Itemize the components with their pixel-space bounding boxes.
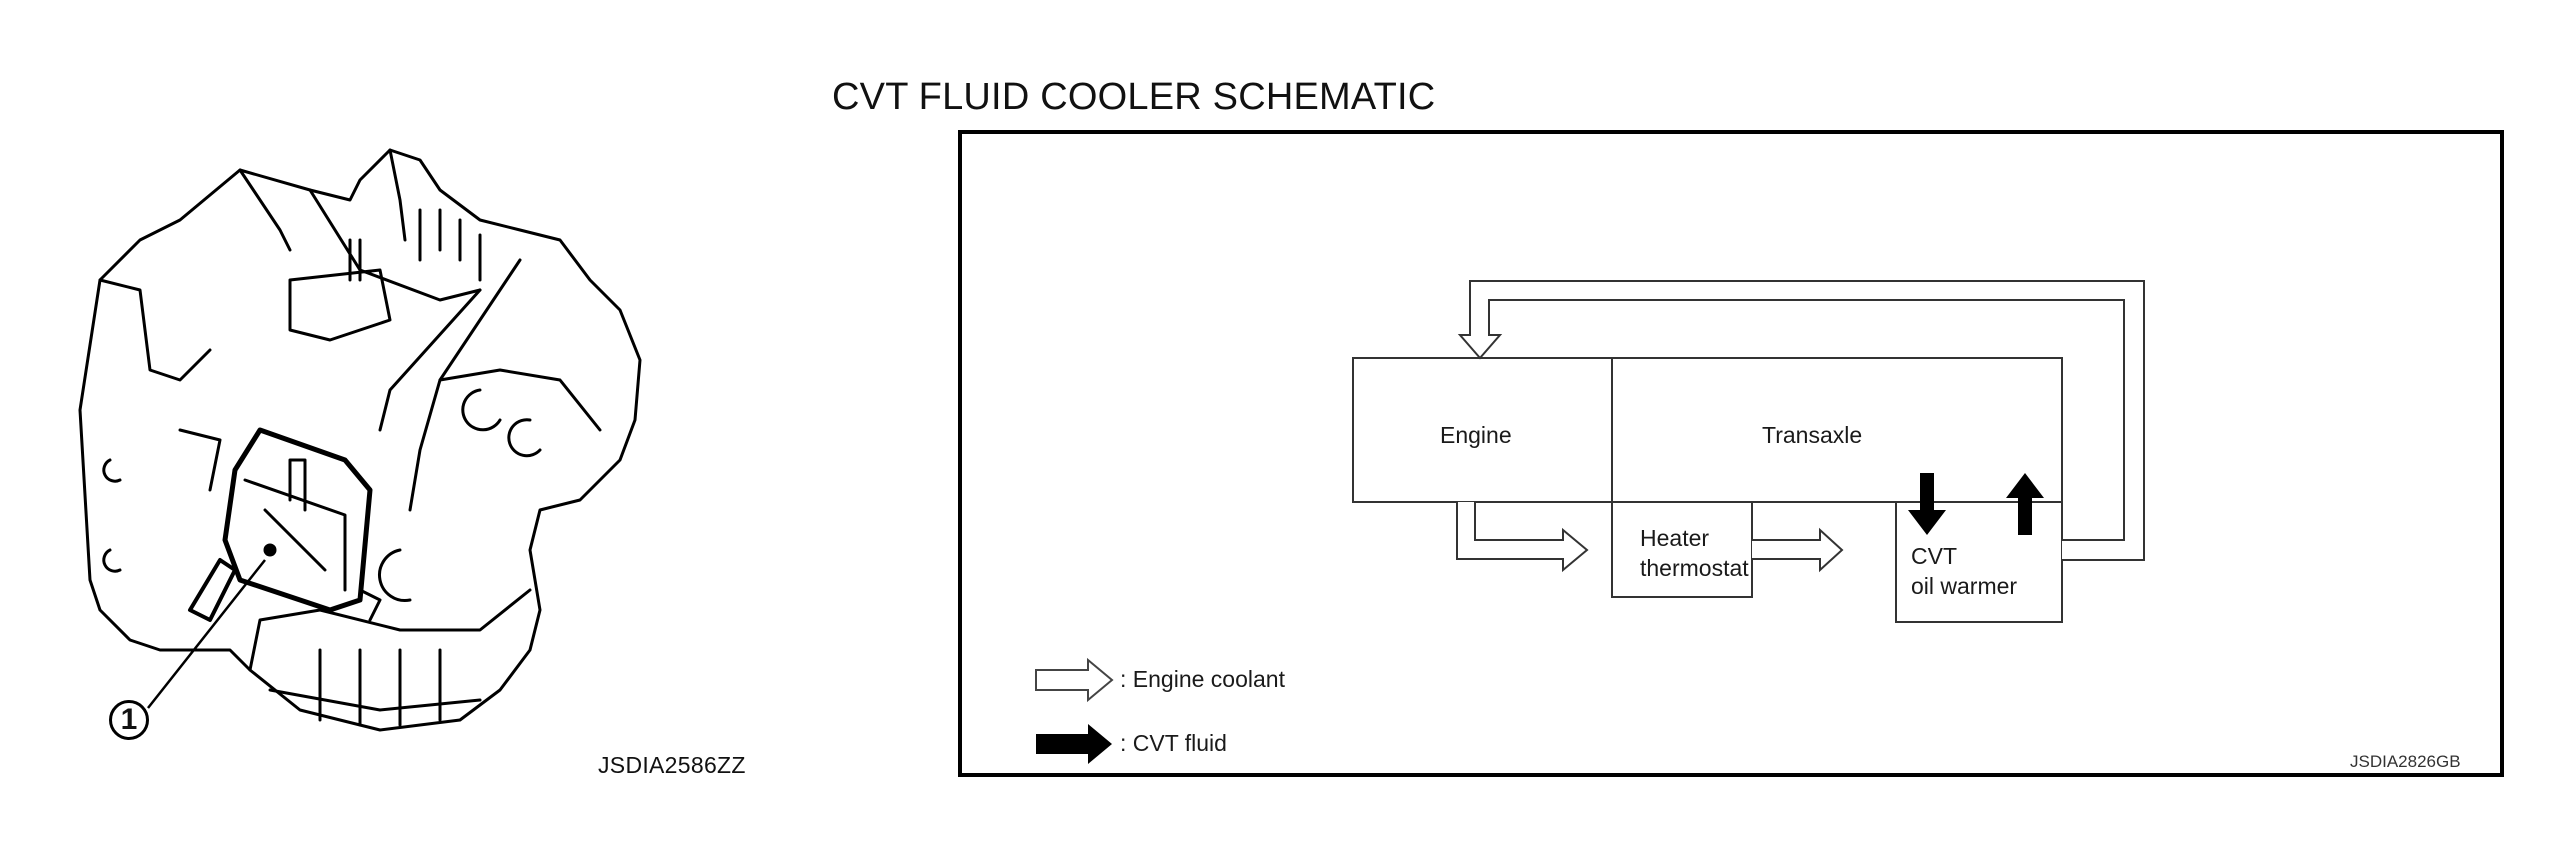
engine-label: Engine (1440, 422, 1512, 448)
warmer-label-line2: oil warmer (1911, 573, 2018, 599)
transaxle-illustration (78, 148, 642, 732)
legend-engine-coolant: : Engine coolant (1120, 666, 1285, 692)
schematic-title: CVT FLUID COOLER SCHEMATIC (832, 76, 1436, 118)
callout-number: 1 (120, 703, 138, 736)
callout-leader-line (147, 559, 266, 709)
schematic-frame (958, 130, 2504, 777)
transaxle-label: Transaxle (1762, 422, 1863, 448)
heater-label-line1: Heater (1640, 525, 1710, 551)
figure-id-left: JSDIA2586ZZ (598, 752, 746, 778)
heater-label-line2: thermostat (1640, 555, 1749, 581)
callout-circle: 1 (109, 700, 149, 740)
warmer-label-line1: CVT (1911, 543, 1957, 569)
legend-cvt-fluid: : CVT fluid (1120, 730, 1227, 756)
figure-id-right: JSDIA2826GB (2350, 752, 2461, 771)
